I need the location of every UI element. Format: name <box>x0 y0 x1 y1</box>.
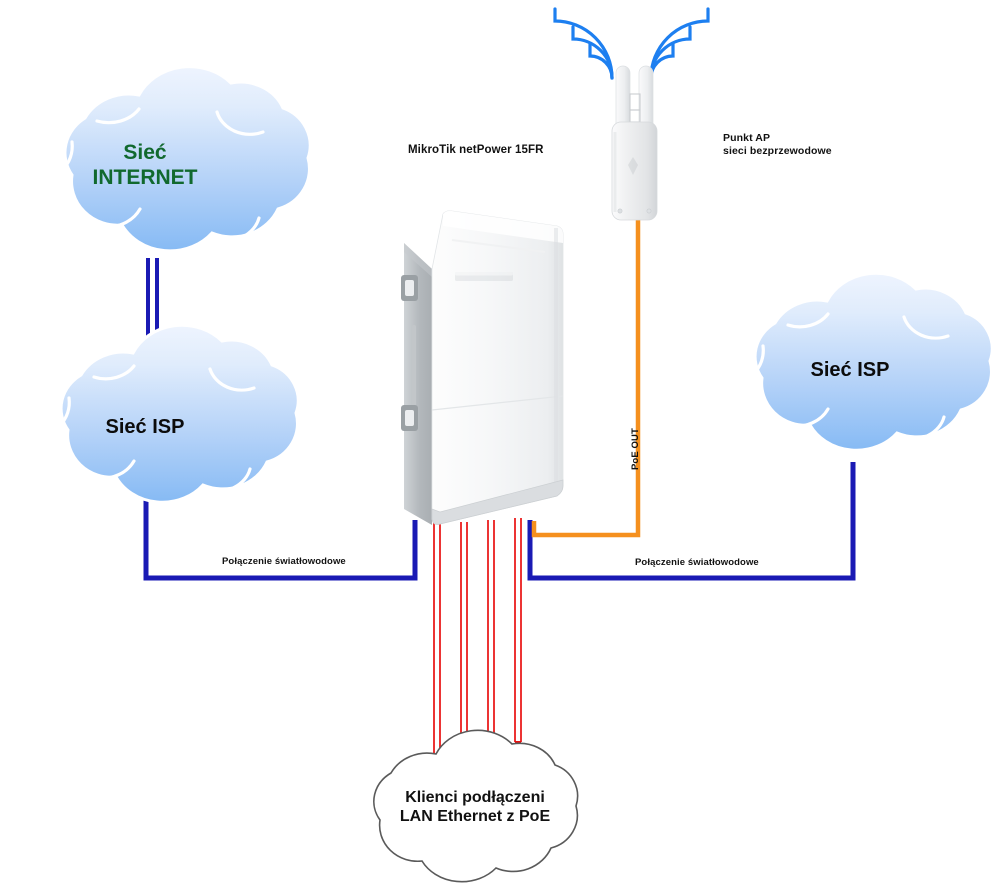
device-ap-label-line1: Punkt AP <box>723 132 771 144</box>
link-fiber-left <box>143 496 418 581</box>
device-side-seam <box>412 325 416 413</box>
device-bottom-face <box>431 479 564 525</box>
wifi-signal-left-icon <box>553 7 614 80</box>
device-ap-label-line2: sieci bezprzewodowe <box>723 145 832 158</box>
device-mount-bracket-top <box>401 275 418 301</box>
wifi-signal-right-icon <box>649 7 710 80</box>
ap-brand-logo <box>628 157 638 175</box>
cloud-isp-left-label: Sieć ISP <box>105 416 185 438</box>
cloud-clients <box>373 729 579 883</box>
device-netpower-label: MikroTik netPower 15FR <box>408 144 544 156</box>
cloud-internet-line1: Sieć <box>123 141 167 164</box>
device-side-panel <box>404 243 432 525</box>
cloud-isp-left <box>58 323 300 504</box>
link-fiber-right <box>527 462 856 581</box>
link-fiber-left-label: Połączenie światłowodowe <box>222 556 346 567</box>
link-lan-clients <box>433 518 522 760</box>
link-poe-out <box>531 220 641 538</box>
cloud-isp-right <box>752 271 994 452</box>
ap-body <box>611 121 658 221</box>
cloud-internet <box>60 65 312 253</box>
device-brand-logo <box>455 272 513 281</box>
link-poe-out-label: PoE OUT <box>630 428 641 470</box>
device-front-face <box>431 210 564 525</box>
link-internet-to-isp <box>146 258 159 343</box>
ap-antenna-prongs <box>615 65 654 141</box>
cloud-isp-right-label: Sieć ISP <box>810 359 890 381</box>
cloud-clients-line2: LAN Ethernet z PoE <box>399 808 551 826</box>
link-fiber-right-label: Połączenie światłowodowe <box>635 557 759 568</box>
device-mount-bracket-bottom <box>401 405 418 431</box>
cloud-clients-line1: Klienci podłączeni <box>405 789 545 806</box>
cloud-internet-line2: INTERNET <box>92 166 198 190</box>
